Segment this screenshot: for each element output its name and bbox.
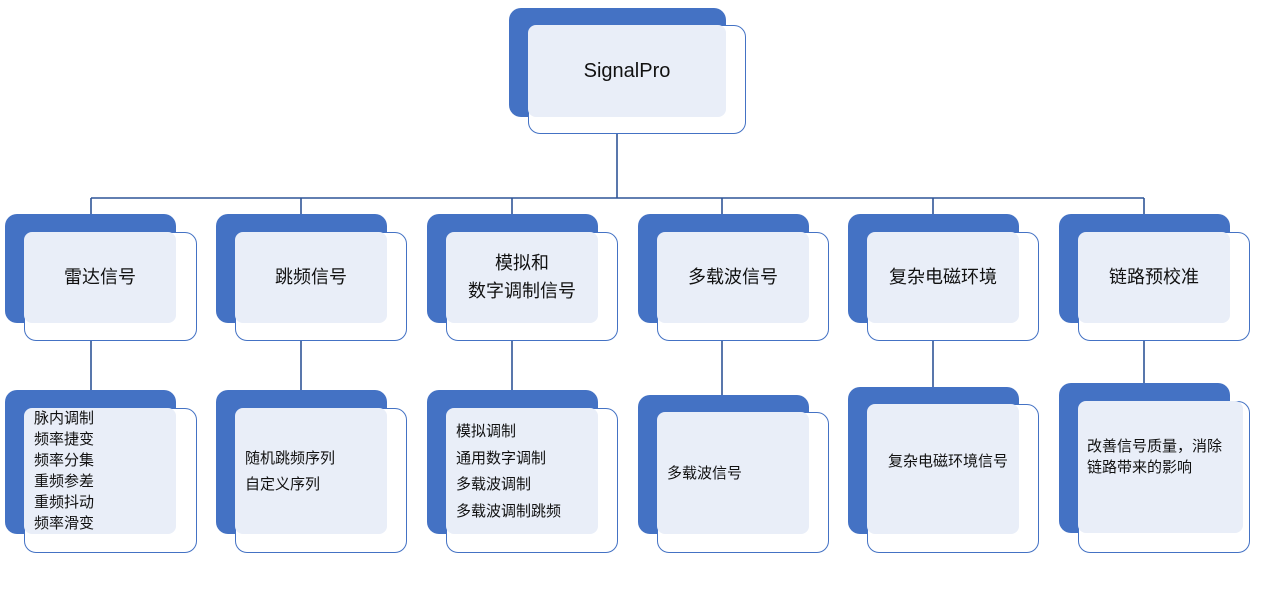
detail-item: 重频抖动 [34,493,95,511]
category-label: 模拟和 数字调制信号 [446,232,598,323]
detail-list: 复杂电磁环境信号 [867,404,1019,534]
detail-list: 随机跳频序列 自定义序列 [235,408,387,534]
detail-item: 改善信号质量，消除 [1087,437,1223,455]
detail-list: 脉内调制 频率捷变 频率分集 重频参差 重频抖动 频率滑变 [24,408,176,534]
category-label: 雷达信号 [24,232,176,323]
detail-item: 多载波信号 [667,463,743,482]
detail-item: 重频参差 [34,472,95,490]
detail-item: 脉内调制 [34,409,95,427]
detail-item: 频率滑变 [34,514,95,532]
detail-list: 多载波信号 [657,412,809,534]
detail-item: 频率捷变 [34,430,95,448]
category-label: 多载波信号 [657,232,809,323]
detail-item: 多载波调制跳频 [456,501,562,520]
category-label: 跳频信号 [235,232,387,323]
detail-item: 链路带来的影响 [1087,458,1193,476]
detail-item: 频率分集 [34,451,95,469]
detail-item: 多载波调制 [456,475,532,493]
detail-item: 复杂电磁环境信号 [888,451,1009,470]
detail-list: 改善信号质量，消除 链路带来的影响 [1078,401,1243,533]
detail-item: 模拟调制 [456,422,517,440]
category-label: 链路预校准 [1078,232,1230,323]
detail-item: 通用数字调制 [456,448,547,467]
category-label: 复杂电磁环境 [867,232,1019,323]
detail-list: 模拟调制 通用数字调制 多载波调制 多载波调制跳频 [446,408,598,534]
detail-item: 自定义序列 [245,475,321,493]
root-label: SignalPro [528,25,726,117]
detail-item: 随机跳频序列 [245,448,336,467]
